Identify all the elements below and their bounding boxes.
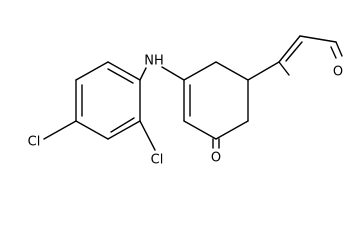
bond [107, 61, 141, 81]
dichlorophenyl-ring [43, 61, 156, 151]
nh-label: NH [144, 54, 164, 69]
cl-ortho-label: Cl [151, 153, 164, 168]
bond [278, 35, 301, 63]
bond [75, 120, 109, 140]
bond [215, 120, 249, 140]
bond [335, 41, 343, 57]
ketone-oxygen-label: O [211, 151, 221, 166]
bond [278, 61, 290, 76]
bond [183, 61, 217, 81]
bond-double [107, 68, 134, 84]
bond-double [110, 117, 135, 133]
furan-ring [278, 35, 343, 76]
bond [247, 61, 280, 81]
bond [107, 120, 141, 140]
bond [75, 61, 109, 81]
cl-para-label: Cl [28, 135, 41, 150]
bond [215, 61, 249, 81]
bond [43, 120, 77, 140]
bond [161, 66, 185, 81]
structure-diagram: NH Cl Cl O O [28, 35, 343, 168]
bond [139, 67, 147, 81]
bond [139, 120, 156, 151]
furan-oxygen-label: O [333, 65, 343, 80]
bond-double [285, 41, 303, 62]
bond [299, 35, 337, 43]
bond [183, 120, 217, 140]
cyclohexenone-ring [183, 61, 280, 149]
bond-double [330, 46, 337, 59]
